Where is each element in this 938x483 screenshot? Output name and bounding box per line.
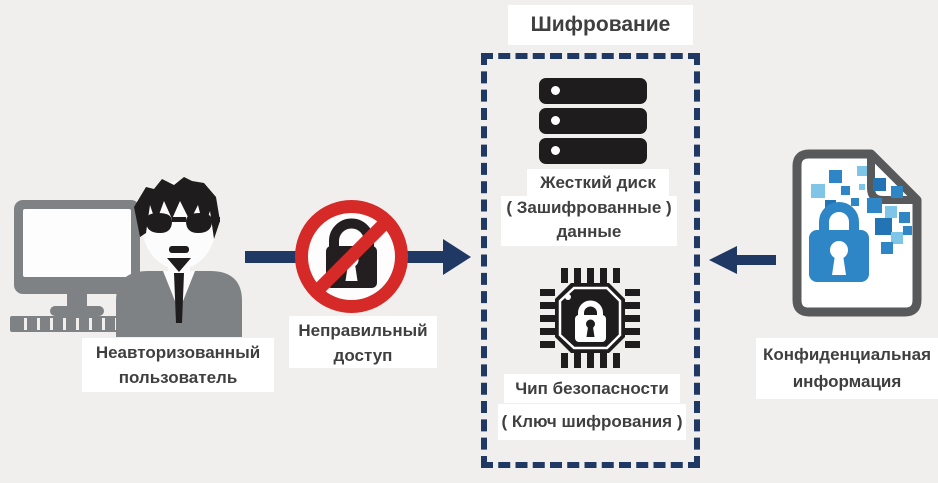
encrypted-document-icon bbox=[792, 149, 922, 317]
disk-bar bbox=[539, 108, 647, 134]
disk-bar bbox=[539, 78, 647, 104]
confidential-info-line2: информация bbox=[792, 372, 902, 391]
hard-disk-sub-line2: данные bbox=[556, 222, 622, 241]
hair bbox=[134, 177, 220, 239]
unauthorized-user-line2: пользователь bbox=[118, 368, 238, 387]
encryption-boundary bbox=[481, 53, 700, 468]
chip-pins bbox=[540, 268, 640, 368]
hard-disk-stack-icon bbox=[539, 78, 647, 168]
hacker-user-icon bbox=[116, 177, 242, 337]
no-access-lock-icon bbox=[295, 200, 408, 313]
unauthorized-user-label: Неавторизованный пользователь bbox=[82, 338, 274, 392]
confidential-info-label: Конфиденциальная информация bbox=[756, 338, 938, 399]
security-chip-sublabel: ( Ключ шифрования ) bbox=[498, 404, 686, 440]
invalid-access-label: Неправильный доступ bbox=[289, 316, 437, 368]
hard-disk-sub-line1: ( Зашифрованные ) bbox=[506, 198, 672, 217]
arrow-left-icon bbox=[709, 246, 776, 274]
desktop-computer-icon bbox=[10, 200, 140, 332]
security-chip-label: Чип безопасности bbox=[504, 374, 680, 403]
unauthorized-user-line1: Неавторизованный bbox=[95, 343, 261, 362]
pixel-squares bbox=[811, 166, 912, 254]
encryption-title: Шифрование bbox=[508, 5, 693, 45]
hard-disk-label: Жесткий диск bbox=[527, 169, 669, 196]
invalid-access-line2: доступ bbox=[333, 346, 393, 365]
confidential-info-line1: Конфиденциальная bbox=[762, 345, 932, 364]
security-chip-lock-icon bbox=[540, 268, 640, 368]
hard-disk-sublabel: ( Зашифрованные ) данные bbox=[501, 196, 677, 246]
disk-bar bbox=[539, 138, 647, 164]
sunglasses bbox=[138, 213, 220, 233]
invalid-access-line1: Неправильный bbox=[298, 321, 428, 340]
